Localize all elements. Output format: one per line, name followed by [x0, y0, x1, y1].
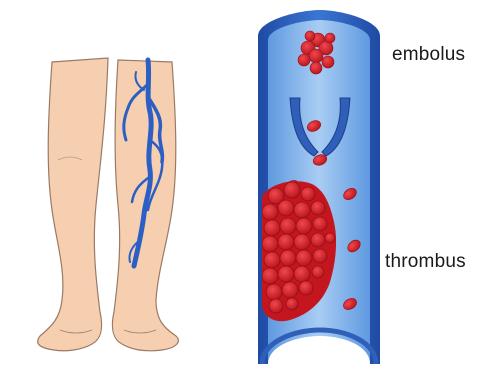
left-leg — [38, 58, 108, 351]
legs-with-varicose-vein-icon — [38, 58, 179, 351]
thrombus-label: thrombus — [385, 251, 466, 273]
vein-cross-section-icon — [258, 10, 380, 364]
embolus-label: embolus — [392, 44, 465, 66]
